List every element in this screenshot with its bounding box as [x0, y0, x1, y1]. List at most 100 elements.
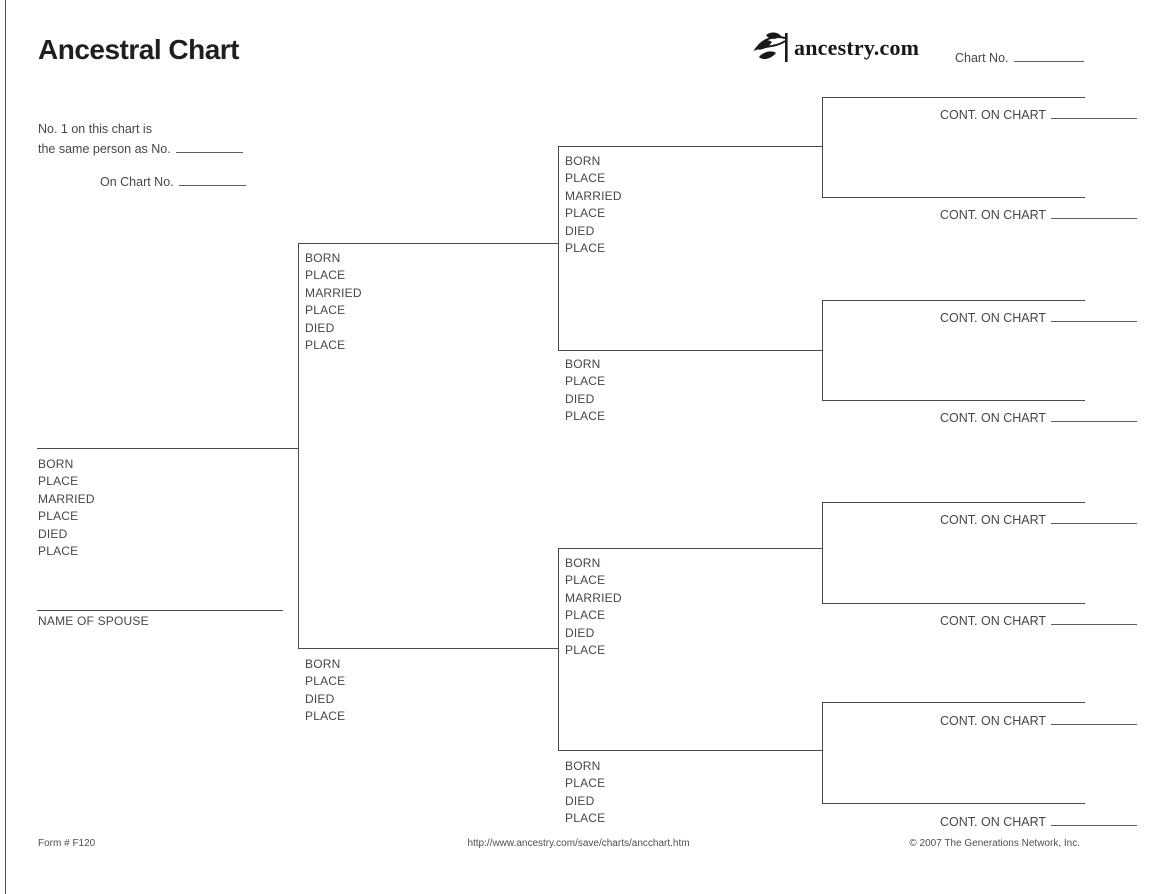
person5-line — [558, 350, 823, 351]
field-label: PLACE — [565, 643, 606, 658]
field-label: MARRIED — [38, 491, 95, 506]
person1-fields: BORN PLACE MARRIED PLACE DIED PLACE — [38, 456, 95, 560]
field-label: PLACE — [565, 811, 606, 826]
person4-fields: BORN PLACE MARRIED PLACE DIED PLACE — [565, 153, 622, 257]
field-label: PLACE — [305, 338, 346, 353]
source-url: http://www.ancestry.com/save/charts/ancc… — [467, 838, 690, 849]
person7-line — [558, 750, 823, 751]
on-chart-no-label: On Chart No. — [100, 175, 174, 189]
person11-line — [822, 400, 1085, 401]
field-label: BORN — [565, 154, 601, 168]
field-label: PLACE — [565, 573, 606, 588]
field-label: MARRIED — [305, 285, 362, 300]
cont-on-chart-row-3: CONT. ON CHART — [940, 308, 1138, 325]
cont-on-chart-row-1: CONT. ON CHART — [940, 105, 1138, 122]
gen4-bracket-2 — [822, 300, 823, 401]
cont-on-chart-row-7: CONT. ON CHART — [940, 711, 1138, 728]
cont-on-chart-row-4: CONT. ON CHART — [940, 408, 1138, 425]
cont-on-chart-row-2: CONT. ON CHART — [940, 205, 1138, 222]
field-label: BORN — [565, 357, 601, 371]
copyright-notice: © 2007 The Generations Network, Inc. — [909, 838, 1080, 849]
chart-no-blank — [1013, 48, 1084, 62]
gen2-bracket — [298, 243, 299, 649]
field-label: BORN — [305, 657, 341, 671]
field-label: PLACE — [565, 608, 606, 623]
same-person-no-blank — [175, 139, 243, 153]
field-label: DIED — [305, 691, 335, 706]
gen3-bracket-bottom — [558, 548, 559, 751]
field-label: DIED — [565, 223, 595, 238]
chart-no-label: Chart No. — [955, 51, 1009, 65]
cont-chart-blank — [1051, 408, 1138, 422]
person12-line — [822, 502, 1085, 503]
field-label: PLACE — [305, 674, 346, 689]
field-label: PLACE — [38, 474, 79, 489]
field-label: DIED — [565, 625, 595, 640]
note-line-2: the same person as No. — [38, 139, 243, 159]
field-label: PLACE — [38, 544, 79, 559]
name-of-spouse-label: NAME OF SPOUSE — [38, 614, 149, 628]
field-label: DIED — [565, 793, 595, 808]
person2-fields: BORN PLACE MARRIED PLACE DIED PLACE — [305, 250, 362, 354]
person9-line — [822, 197, 1085, 198]
cont-chart-blank — [1051, 205, 1138, 219]
spouse-line — [37, 610, 283, 611]
field-label: PLACE — [565, 171, 606, 186]
field-label: PLACE — [305, 303, 346, 318]
cont-chart-blank — [1051, 510, 1138, 524]
person13-line — [822, 603, 1085, 604]
leaf-sprig-icon — [752, 30, 790, 66]
field-label: MARRIED — [565, 590, 622, 605]
gen4-bracket-4 — [822, 702, 823, 804]
person15-line — [822, 803, 1085, 804]
person4-line — [558, 146, 823, 147]
person5-fields: BORN PLACE DIED PLACE — [565, 356, 605, 426]
gen4-bracket-1 — [822, 97, 823, 198]
person7-fields: BORN PLACE DIED PLACE — [565, 758, 605, 828]
chart-reference-note: No. 1 on this chart is the same person a… — [38, 121, 243, 158]
field-label: PLACE — [565, 241, 606, 256]
field-label: DIED — [305, 320, 335, 335]
ancestry-logo: ancestry.com — [752, 30, 919, 66]
person8-line — [822, 97, 1085, 98]
field-label: PLACE — [565, 206, 606, 221]
field-label: MARRIED — [565, 188, 622, 203]
person10-line — [822, 300, 1085, 301]
field-label: BORN — [565, 759, 601, 773]
field-label: PLACE — [565, 409, 606, 424]
field-label: DIED — [38, 526, 68, 541]
field-label: PLACE — [305, 268, 346, 283]
field-label: BORN — [38, 457, 74, 471]
on-chart-no-field: On Chart No. — [100, 172, 246, 189]
cont-on-chart-row-5: CONT. ON CHART — [940, 510, 1138, 527]
gen4-bracket-3 — [822, 502, 823, 604]
logo-wordmark: ancestry.com — [794, 35, 920, 60]
cont-chart-blank — [1051, 105, 1138, 119]
field-label: DIED — [565, 391, 595, 406]
person2-line — [298, 243, 559, 244]
cont-chart-blank — [1051, 711, 1138, 725]
chart-no-field: Chart No. — [955, 48, 1084, 65]
cont-on-chart-row-8: CONT. ON CHART — [940, 812, 1138, 829]
gen3-bracket-top — [558, 146, 559, 351]
field-label: BORN — [565, 556, 601, 570]
field-label: PLACE — [565, 374, 606, 389]
cont-chart-blank — [1051, 308, 1138, 322]
cont-on-chart-row-6: CONT. ON CHART — [940, 611, 1138, 628]
person14-line — [822, 702, 1085, 703]
cont-chart-blank — [1051, 812, 1138, 826]
person6-fields: BORN PLACE MARRIED PLACE DIED PLACE — [565, 555, 622, 659]
field-label: PLACE — [38, 509, 79, 524]
field-label: BORN — [305, 251, 341, 265]
page-title: Ancestral Chart — [38, 34, 240, 65]
person1-line — [37, 448, 298, 449]
on-chart-no-blank — [178, 172, 246, 186]
cont-chart-blank — [1051, 611, 1138, 625]
person6-line — [558, 548, 823, 549]
field-label: PLACE — [565, 776, 606, 791]
form-number: Form # F120 — [38, 838, 96, 849]
page-left-border — [5, 0, 6, 894]
note-line-1: No. 1 on this chart is — [38, 122, 152, 136]
